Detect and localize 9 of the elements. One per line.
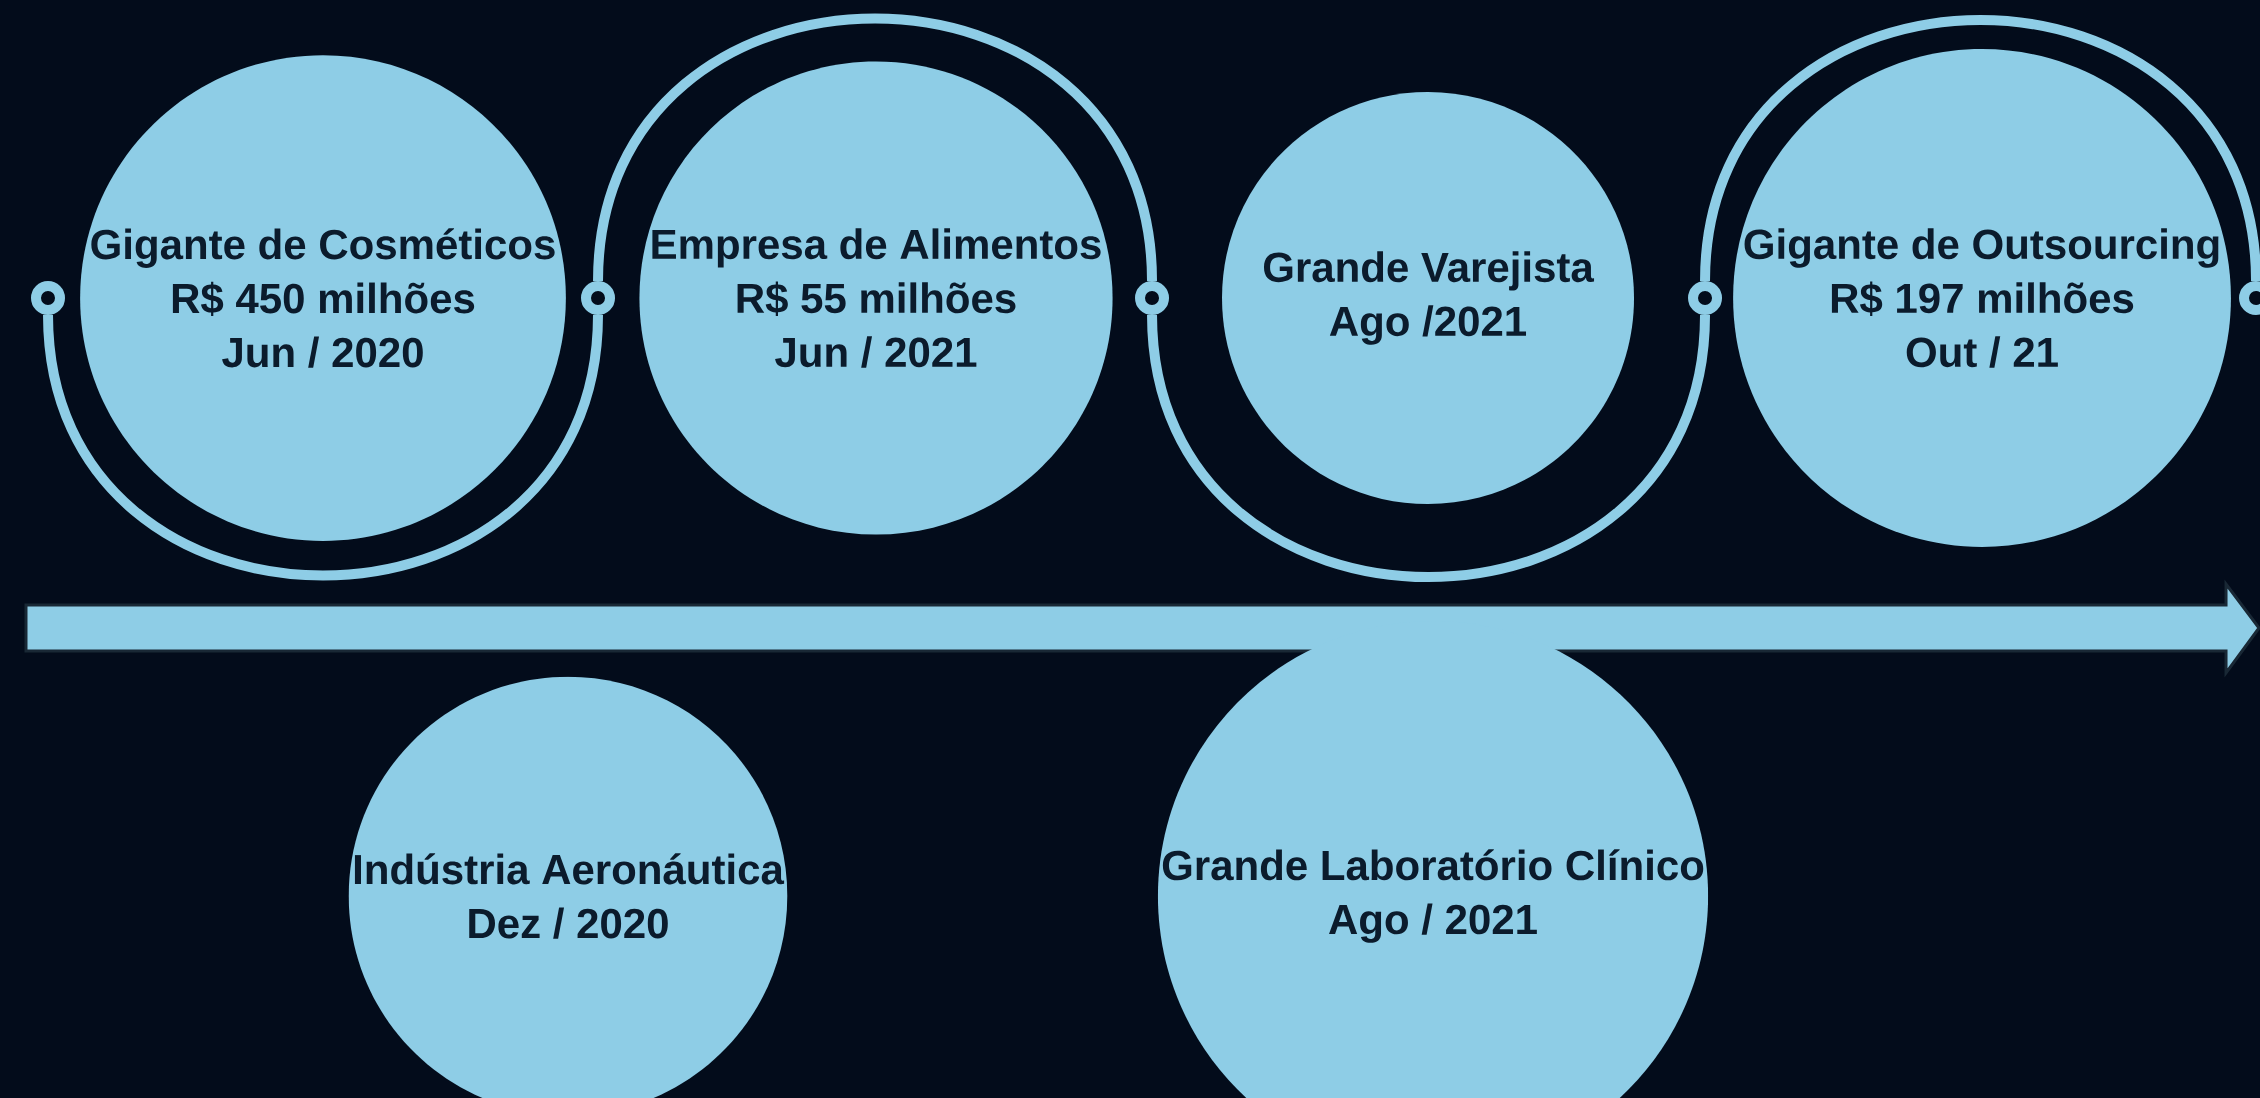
ring-marker: [31, 281, 65, 315]
ring-marker: [1688, 281, 1722, 315]
arc-connector: [43, 314, 603, 581]
ring-marker: [581, 281, 615, 315]
ring-marker: [1135, 281, 1169, 315]
arc-connector: [1147, 314, 1710, 582]
arc-connector: [1700, 15, 2260, 282]
ring-marker: [2239, 281, 2260, 315]
arc-connector: [593, 14, 1157, 282]
